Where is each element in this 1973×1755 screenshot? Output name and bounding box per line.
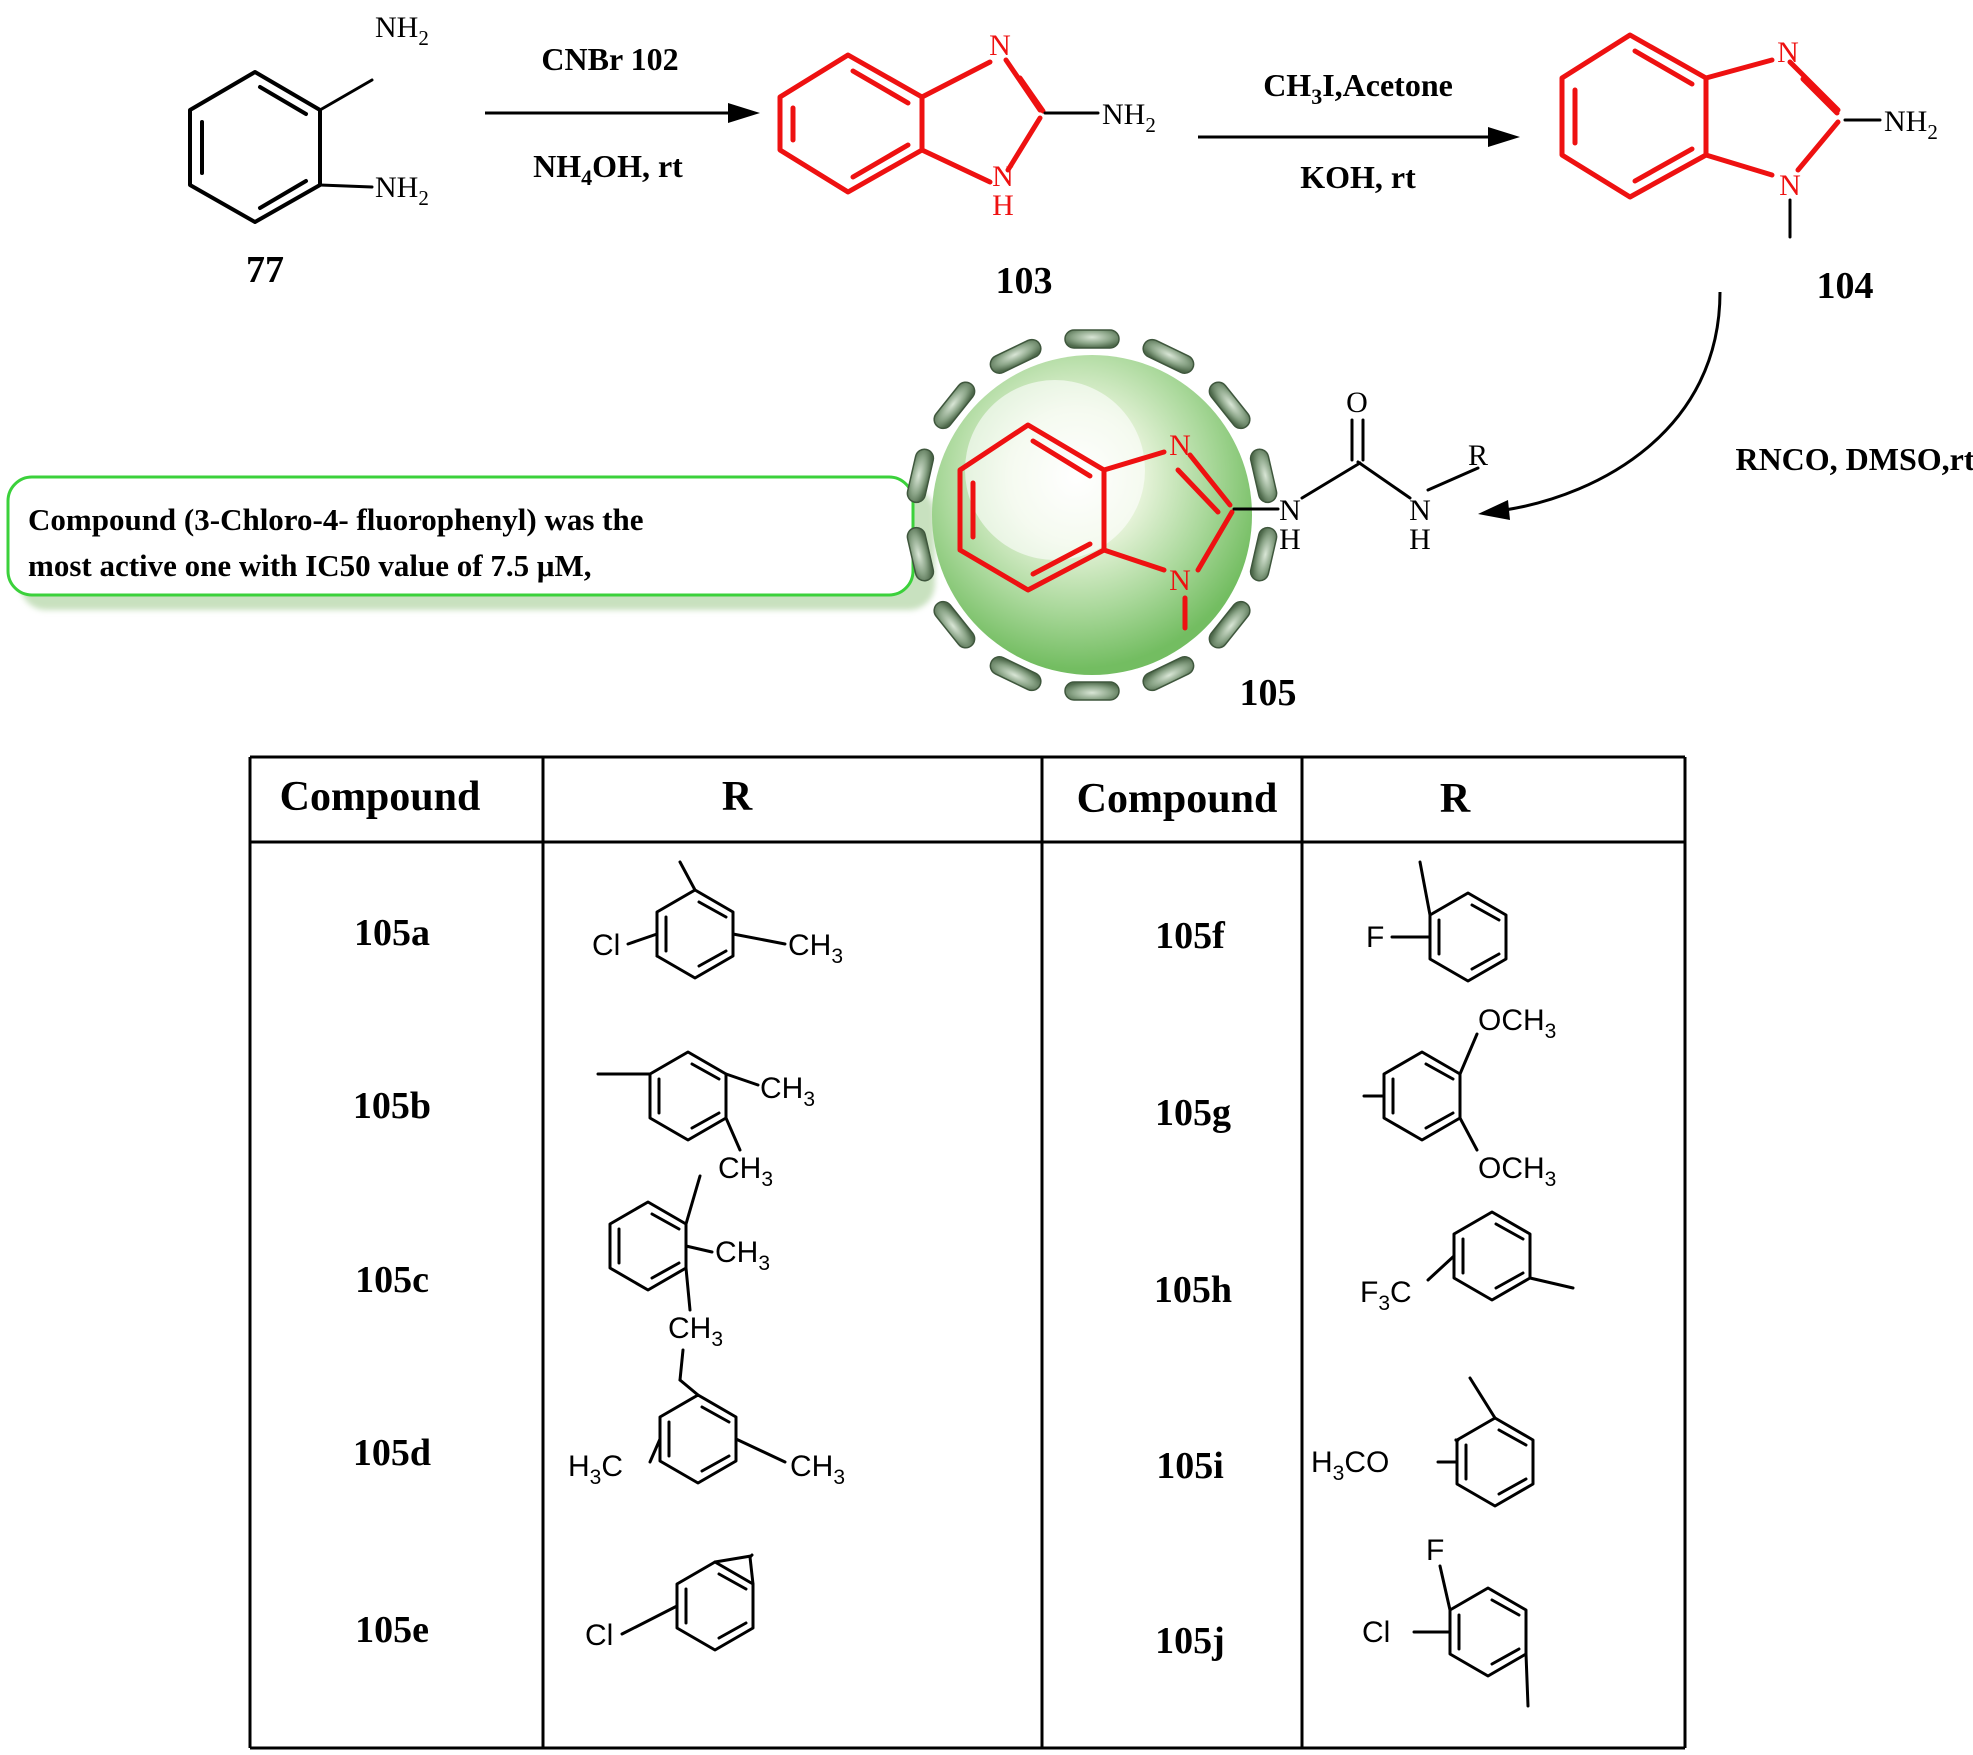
compound-table: Compound R Compound R 105a 105b 105c 105…	[248, 755, 1687, 1750]
compound-number: 77	[246, 249, 284, 291]
compound-number: 104	[1817, 265, 1874, 307]
conditions-label: NH4OH, rt	[533, 148, 683, 190]
compound-id: 105b	[353, 1085, 431, 1127]
substituent-105d: H3C CH3	[568, 1348, 845, 1489]
reagent-label: CNBr 102	[541, 41, 678, 77]
compound-id: 105h	[1154, 1269, 1232, 1311]
capsule	[1142, 656, 1195, 692]
nh-hydrogen-label: H	[1409, 523, 1431, 556]
methyl-label: H3C	[568, 1450, 623, 1489]
fluorine-label: F	[1366, 921, 1384, 954]
nitrogen-label: N	[1169, 429, 1191, 462]
column-header: Compound	[1077, 776, 1278, 822]
capsule	[1208, 381, 1251, 430]
capsule-ring	[906, 329, 1278, 701]
capsule	[1208, 600, 1251, 649]
substituent-105i: H3CO	[1311, 1376, 1535, 1508]
methoxy-label: OCH3	[1478, 1152, 1556, 1191]
nh2-label: NH2	[1102, 98, 1156, 137]
compound-103: N N H NH2 103	[777, 29, 1156, 302]
capsule	[1064, 681, 1120, 701]
reaction-arrow-2: CH3I,Acetone KOH, rt	[1198, 67, 1520, 195]
compound-number: 105	[1240, 672, 1297, 714]
nitrogen-label: N	[989, 29, 1011, 62]
capsule	[989, 338, 1042, 374]
methoxy-label: H3CO	[1311, 1446, 1389, 1485]
fluorine-label: F	[1426, 1534, 1444, 1567]
nitrogen-label: N	[1779, 169, 1801, 202]
chlorine-label: Cl	[585, 1619, 613, 1652]
substituent-105f: F	[1366, 860, 1508, 983]
chlorine-label: Cl	[592, 929, 620, 962]
compound-105: N N O N H N H R 105	[906, 329, 1488, 714]
substituent-105e: Cl	[585, 1553, 755, 1652]
methyl-label: CH3	[788, 929, 843, 968]
callout-text-line-1: Compound (3-Chloro-4- fluorophenyl) was …	[28, 502, 643, 537]
compound-id: 105c	[355, 1259, 429, 1301]
column-header: R	[1440, 776, 1471, 822]
compound-number: 103	[996, 260, 1053, 302]
compound-id: 105d	[353, 1432, 431, 1474]
nh-nitrogen-label: N	[1409, 494, 1431, 527]
column-header: Compound	[280, 774, 481, 820]
reaction-arrow-3: RNCO, DMSO,rt	[1478, 291, 1973, 520]
substituent-105c: CH3 CH3	[608, 1174, 770, 1351]
capsule	[906, 526, 935, 582]
oxygen-label: O	[1346, 386, 1368, 419]
methoxy-label: OCH3	[1478, 1004, 1556, 1043]
substituent-105j: F Cl	[1362, 1534, 1530, 1708]
methyl-label: CH3	[668, 1312, 723, 1351]
methyl-label: CH3	[790, 1450, 845, 1489]
reagent-label: CH3I,Acetone	[1263, 67, 1453, 109]
trifluoromethyl-label: F3C	[1360, 1276, 1412, 1315]
compound-id: 105a	[354, 912, 430, 954]
nh2-label: NH2	[375, 171, 429, 210]
reaction-arrow-1: CNBr 102 NH4OH, rt	[485, 41, 760, 190]
activity-callout: Compound (3-Chloro-4- fluorophenyl) was …	[6, 475, 935, 610]
capsule	[989, 656, 1042, 692]
compound-id: 105e	[355, 1609, 429, 1651]
capsule	[933, 600, 976, 649]
substituent-105h: F3C	[1360, 1210, 1575, 1315]
nitrogen-label: N	[992, 160, 1014, 193]
compound-id: 105j	[1155, 1620, 1225, 1662]
compound-id: 105f	[1155, 915, 1226, 957]
nh2-label: NH2	[1884, 105, 1938, 144]
compound-id: 105g	[1155, 1092, 1231, 1134]
nh-nitrogen-label: N	[1279, 494, 1301, 527]
capsule	[933, 381, 976, 430]
nh2-label: NH2	[375, 11, 429, 50]
column-header: R	[722, 774, 753, 820]
callout-text-line-2: most active one with IC50 value of 7.5 μ…	[28, 548, 591, 583]
compound-104: N N NH2 104	[1559, 32, 1938, 307]
compound-id: 105i	[1156, 1445, 1224, 1487]
methyl-label: CH3	[760, 1072, 815, 1111]
methyl-label: CH3	[718, 1152, 773, 1191]
r-group-label: R	[1468, 439, 1488, 472]
nitrogen-label: N	[1169, 564, 1191, 597]
capsule	[906, 448, 935, 504]
nh-hydrogen-label: H	[1279, 523, 1301, 556]
chlorine-label: Cl	[1362, 1616, 1390, 1649]
hydrogen-label: H	[992, 189, 1014, 222]
conditions-label: KOH, rt	[1300, 159, 1416, 195]
substituent-105g: OCH3 OCH3	[1362, 1004, 1556, 1191]
capsule	[1064, 329, 1120, 349]
conditions-label: RNCO, DMSO,rt	[1735, 441, 1973, 477]
capsule	[1249, 526, 1278, 582]
methyl-label: CH3	[715, 1236, 770, 1275]
compound-77: NH2 NH2 77	[188, 11, 429, 291]
nitrogen-label: N	[1777, 36, 1799, 69]
substituent-105a: Cl CH3	[592, 860, 843, 980]
capsule	[1249, 448, 1278, 504]
substituent-105b: CH3 CH3	[596, 1050, 815, 1191]
capsule	[1142, 338, 1195, 374]
